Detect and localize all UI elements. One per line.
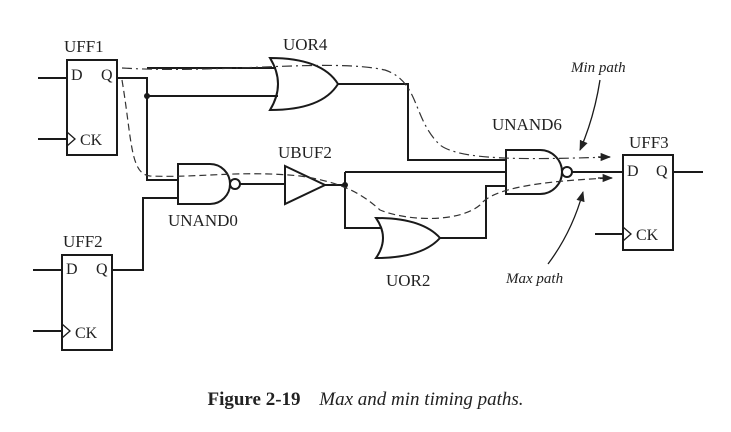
figure-caption: Figure 2-19 Max and min timing paths. <box>0 389 731 411</box>
unand6-gate: UNAND6 <box>492 115 573 195</box>
uff1-q-pin: Q <box>101 67 113 84</box>
ubuf2-label: UBUF2 <box>278 143 332 162</box>
ubuf2-gate: UBUF2 <box>278 143 332 206</box>
uff3-label: UFF3 <box>629 133 669 152</box>
unand6-label: UNAND6 <box>492 115 562 134</box>
max-path-pointer <box>547 190 585 265</box>
min-path-trace <box>121 64 611 160</box>
uff2-ck-pin: CK <box>75 325 98 342</box>
uff2-q-pin: Q <box>96 261 108 278</box>
min-path-label: Min path <box>570 60 626 76</box>
max-path-label: Max path <box>505 271 563 287</box>
figure-title: Max and min timing paths. <box>319 389 524 410</box>
uff3-d-pin: D <box>627 163 639 180</box>
uor2-label: UOR2 <box>386 271 430 290</box>
uff3-flipflop: UFF3 D Q CK <box>622 133 674 251</box>
wires <box>33 67 703 332</box>
uor2-gate: UOR2 <box>374 216 442 290</box>
uor4-label: UOR4 <box>283 35 328 54</box>
annotations: Min path Max path <box>505 60 626 287</box>
uff2-flipflop: UFF2 D Q CK <box>61 232 113 351</box>
uff2-d-pin: D <box>66 261 78 278</box>
uor4-gate: UOR4 <box>268 35 340 112</box>
uff3-q-pin: Q <box>656 163 668 180</box>
min-path-pointer <box>579 79 601 151</box>
junction-dot <box>144 93 150 99</box>
unand0-gate: UNAND0 <box>168 163 241 230</box>
figure-number: Figure 2-19 <box>207 389 301 410</box>
unand0-label: UNAND0 <box>168 211 238 230</box>
uff1-label: UFF1 <box>64 37 104 56</box>
uff3-ck-pin: CK <box>636 227 659 244</box>
uff2-label: UFF2 <box>63 232 103 251</box>
uff1-d-pin: D <box>71 67 83 84</box>
timing-paths <box>121 64 614 220</box>
uff1-flipflop: UFF1 D Q CK <box>64 37 118 156</box>
max-path-trace <box>121 79 611 220</box>
uff1-ck-pin: CK <box>80 132 103 149</box>
